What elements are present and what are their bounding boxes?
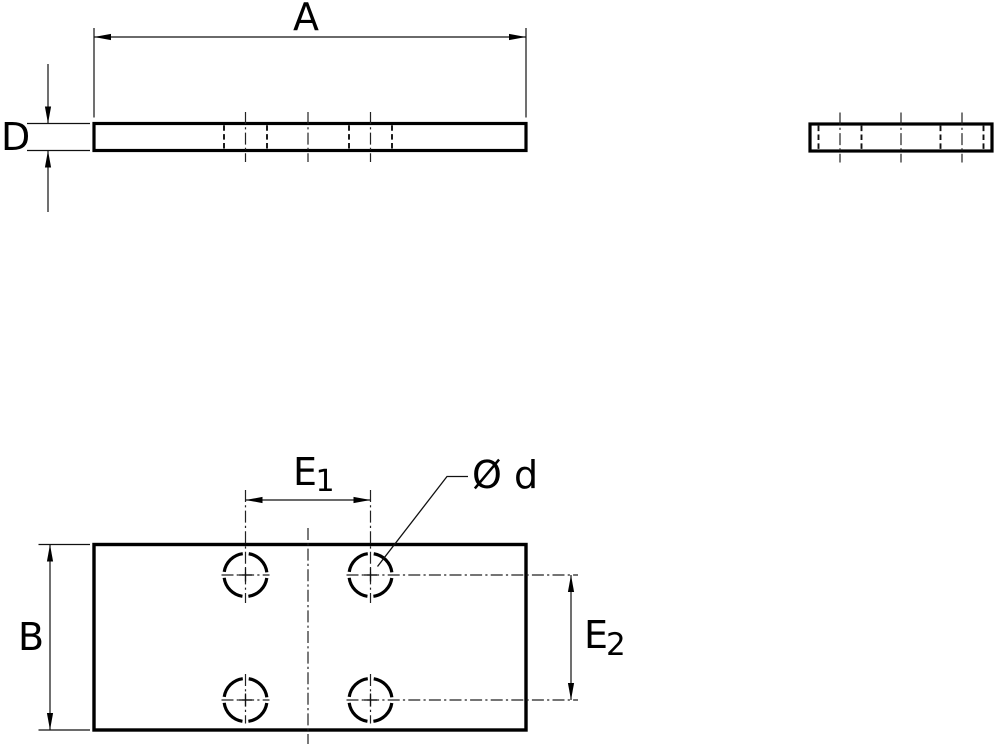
hole-bottom-left [222, 676, 269, 724]
top-view [92, 112, 528, 162]
arrowhead-right [509, 33, 526, 41]
hole-top-left [222, 551, 269, 599]
front-view [92, 490, 578, 744]
end-view [808, 112, 994, 163]
dimension-label-b: B [18, 615, 44, 659]
arrowhead-down [46, 713, 54, 730]
leader-line [376, 475, 468, 567]
arrowhead-left [245, 496, 263, 504]
dimension-e1: E 1 [245, 450, 371, 504]
arrowhead-right [353, 496, 371, 504]
arrowhead-up [44, 150, 52, 168]
hole-top-right [347, 551, 394, 599]
dimension-label-d: D [1, 115, 30, 159]
dimension-b: B [18, 543, 90, 731]
plate-side-outline [92, 121, 528, 153]
dimension-e2: E 2 [567, 575, 626, 700]
dimension-label-e2: E [584, 613, 608, 657]
plate-face-outline [92, 542, 528, 732]
arrowhead-down [567, 683, 575, 700]
dimension-a: A [93, 0, 527, 118]
hole-bottom-right [347, 676, 394, 724]
hole-diameter-label: Ø d [472, 453, 538, 497]
arrowhead-up [567, 575, 575, 592]
hole-diameter-callout: Ø d [376, 453, 538, 567]
dimension-label-a: A [293, 0, 319, 39]
arrowhead-up [46, 544, 54, 562]
dimension-label-e1-subscript: 1 [316, 464, 335, 499]
dimension-label-e2-subscript: 2 [606, 627, 626, 663]
arrowhead-down [44, 106, 52, 124]
dimension-label-e1: E [293, 450, 317, 494]
arrowhead-left [94, 33, 111, 41]
dimension-d: D [1, 64, 90, 212]
